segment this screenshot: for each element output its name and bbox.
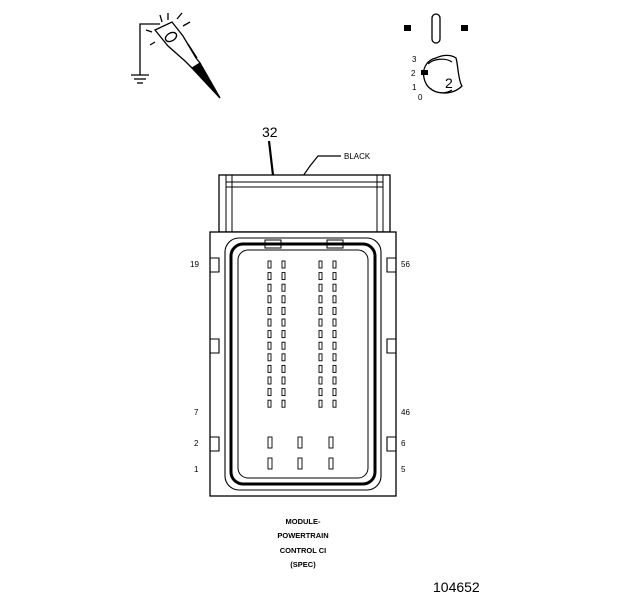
pin-cavity — [281, 364, 286, 373]
pin-cavity — [318, 295, 323, 304]
pin-cavity — [297, 457, 303, 470]
pin-cavities — [267, 260, 337, 470]
pin-cavity — [281, 388, 286, 397]
caption-line-2: POWERTRAIN — [277, 531, 328, 540]
pin-cavity — [332, 341, 337, 350]
pin-label-46: 46 — [401, 408, 410, 417]
pin-cavity — [332, 364, 337, 373]
pin-cavity — [332, 318, 337, 327]
caption-line-4: (SPEC) — [290, 560, 316, 569]
pin-cavity — [267, 318, 272, 327]
caption-line-3: CONTROL CI — [280, 546, 327, 555]
pin-cavity — [332, 353, 337, 362]
pin-cavity — [318, 283, 323, 292]
pin-cavity — [318, 306, 323, 315]
pin-cavity — [281, 330, 286, 339]
pin-label-19: 19 — [190, 260, 199, 269]
pin-cavity — [318, 364, 323, 373]
pin-callout-number: 32 — [262, 124, 278, 140]
pin-cavity — [318, 376, 323, 385]
pin-cavity — [318, 272, 323, 281]
connector-body — [209, 174, 397, 497]
pin-cavity — [318, 341, 323, 350]
pin-cavity — [332, 376, 337, 385]
pin-cavity — [281, 376, 286, 385]
pin-cavity — [281, 272, 286, 281]
pin-cavity — [332, 399, 337, 408]
pin-cavity — [267, 295, 272, 304]
pin-cavity — [332, 330, 337, 339]
pin-cavity — [281, 341, 286, 350]
pin-cavity — [332, 260, 337, 269]
connector-color-label: BLACK — [344, 152, 371, 161]
pin-labels: 19 7 2 1 56 46 6 5 — [190, 260, 410, 474]
pin-cavity — [318, 399, 323, 408]
figure-number: 104652 — [433, 579, 480, 595]
pin-cavity — [318, 353, 323, 362]
pin-label-5: 5 — [401, 465, 406, 474]
pin-cavity — [332, 388, 337, 397]
pin-cavity — [281, 353, 286, 362]
pin-cavity — [267, 272, 272, 281]
pin-cavity — [332, 306, 337, 315]
pin-cavity — [267, 364, 272, 373]
pin-cavity — [267, 399, 272, 408]
pin-cavity — [267, 330, 272, 339]
pin-cavity — [328, 436, 334, 449]
pin-cavity — [267, 353, 272, 362]
pin-cavity — [297, 436, 303, 449]
pin-cavity — [332, 295, 337, 304]
pin-cavity — [281, 318, 286, 327]
pin-cavity — [267, 436, 273, 449]
connector-lock-icon: 2 3 2 1 0 — [404, 13, 468, 102]
pin-cavity — [267, 388, 272, 397]
connector-caption: MODULE- POWERTRAIN CONTROL CI (SPEC) — [277, 517, 328, 569]
pin-cavity — [318, 388, 323, 397]
pin-label-56: 56 — [401, 260, 410, 269]
lock-step-2: 2 — [411, 69, 416, 78]
pin-cavity — [267, 260, 272, 269]
pin-cavity — [281, 260, 286, 269]
pin-cavity — [332, 283, 337, 292]
test-probe-icon — [131, 12, 221, 99]
pin-cavity — [328, 457, 334, 470]
lock-step-3: 3 — [412, 55, 417, 64]
pin-label-7: 7 — [194, 408, 199, 417]
pin-cavity — [281, 283, 286, 292]
pin-cavity — [281, 399, 286, 408]
caption-line-1: MODULE- — [286, 517, 321, 526]
pin-cavity — [318, 260, 323, 269]
lock-step-1: 1 — [412, 83, 417, 92]
pin-label-1: 1 — [194, 465, 199, 474]
pin-cavity — [318, 318, 323, 327]
lock-number: 2 — [445, 75, 453, 91]
pin-cavity — [267, 306, 272, 315]
pin-cavity — [267, 341, 272, 350]
pin-cavity — [332, 272, 337, 281]
pin-cavity — [267, 376, 272, 385]
pin-cavity — [281, 306, 286, 315]
pin-label-2: 2 — [194, 439, 199, 448]
pin-cavity — [318, 330, 323, 339]
pin-label-6: 6 — [401, 439, 406, 448]
lock-step-0: 0 — [418, 93, 423, 102]
pin-cavity — [281, 295, 286, 304]
pin-cavity — [267, 283, 272, 292]
pin-cavity — [267, 457, 273, 470]
